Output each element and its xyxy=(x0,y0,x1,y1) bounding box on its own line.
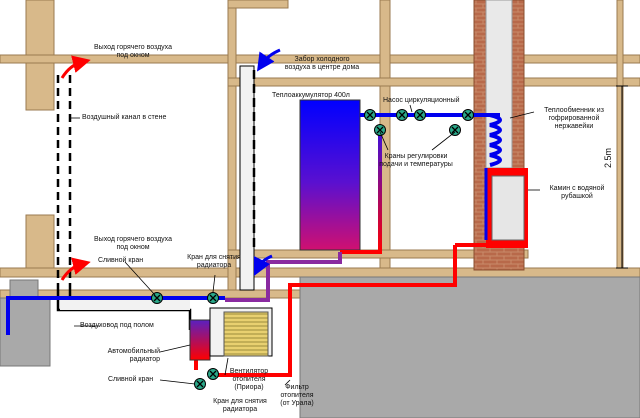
label-line: рубашкой xyxy=(561,193,593,200)
airflow-arrows xyxy=(60,48,281,281)
fireplace xyxy=(484,168,528,248)
label-heater-filter: Фильтр отопителя (от Урала) xyxy=(272,384,322,408)
label-line: Выход горячего воздуха xyxy=(94,44,172,51)
accumulator-tank xyxy=(299,99,361,251)
label-underfloor-duct: Воздуховод под полом xyxy=(80,322,154,329)
foundation xyxy=(0,276,640,418)
label-accumulator: Теплоаккумулятор 400л xyxy=(272,92,350,99)
label-heater-fan: Вентилятор отопителя (Приора) xyxy=(222,368,276,392)
label-radiator-valve-bottom: Кран для снятия радиатора xyxy=(202,398,278,414)
label-line: воздуха в центре дома xyxy=(284,64,360,71)
label-line: подачи и температуры xyxy=(379,161,453,168)
heat-exchanger-coil xyxy=(489,113,502,167)
label-drain-valve-bottom: Сливной кран xyxy=(108,376,154,383)
label-line: радиатор xyxy=(129,356,160,363)
cold-air-duct xyxy=(239,65,256,291)
heater-fan xyxy=(223,311,269,357)
label-line: Автомобильный xyxy=(107,348,160,355)
air-channel xyxy=(56,75,72,290)
label-air-channel: Воздушный канал в стене xyxy=(82,114,167,121)
label-car-radiator: Автомобильный радиатор xyxy=(100,348,160,364)
label-heat-exchanger: Теплообменник из гофрированной нержавейк… xyxy=(536,107,612,131)
label-line: под окном xyxy=(116,52,150,59)
label-line: Краны регулировки xyxy=(384,153,448,160)
label-fireplace: Камин с водяной рубашкой xyxy=(542,185,612,201)
label-line: Камин с водяной xyxy=(549,185,605,192)
riser-pipes xyxy=(340,120,457,265)
label-hot-air-top: Выход горячего воздуха под окном xyxy=(78,44,188,60)
label-line: отопителя xyxy=(232,376,266,383)
label-line: Фильтр xyxy=(285,384,309,391)
label-line: Забор холодного xyxy=(294,56,350,63)
label-line: Кран для снятия xyxy=(213,398,267,405)
label-line: отопителя xyxy=(280,392,314,399)
car-radiator xyxy=(189,319,211,361)
height-dimension xyxy=(616,85,628,269)
label-line: Вентилятор xyxy=(229,368,269,375)
leader-lines xyxy=(70,104,540,386)
label-radiator-valve-top: Кран для снятия радиатора xyxy=(176,254,252,270)
label-height: 2.5m xyxy=(603,147,614,169)
label-line: нержавейки xyxy=(554,123,594,130)
valves xyxy=(151,109,474,390)
label-line: (Приора) xyxy=(234,384,264,391)
label-hot-air-bottom: Выход горячего воздуха под окном xyxy=(78,236,188,252)
label-pump: Насос циркуляционный xyxy=(383,97,460,104)
label-line: (от Урала) xyxy=(280,400,314,407)
label-line: Выход горячего воздуха xyxy=(94,236,172,243)
label-line: Кран для снятия xyxy=(187,254,241,261)
label-line: Теплообменник из xyxy=(544,107,604,114)
label-line: гофрированной xyxy=(548,115,600,122)
label-valves-control: Краны регулировки подачи и температуры xyxy=(376,153,456,169)
cold-pipes xyxy=(6,113,500,335)
label-line: под окном xyxy=(116,244,150,251)
label-cold-air-intake: Забор холодного воздуха в центре дома xyxy=(262,56,382,72)
label-line: радиатора xyxy=(196,262,232,269)
label-drain-valve-top: Сливной кран xyxy=(98,257,144,264)
label-line: радиатора xyxy=(222,406,258,413)
